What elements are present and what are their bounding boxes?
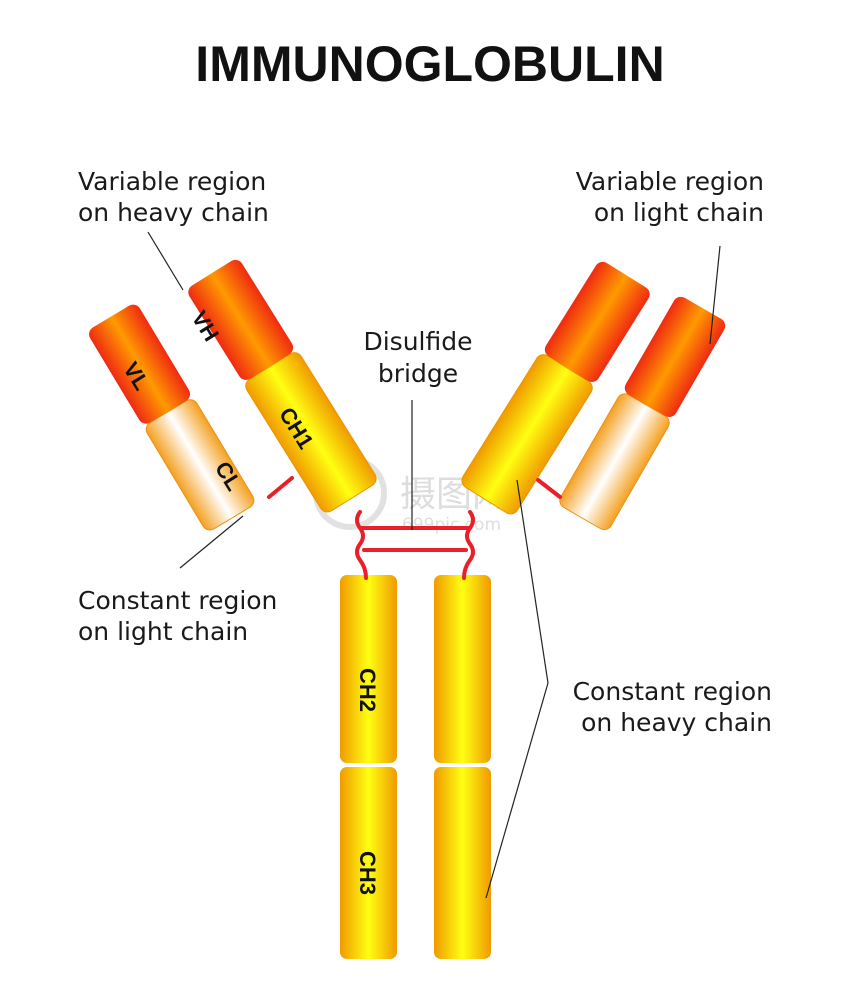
left-light-chain [89, 304, 255, 531]
left-cl-segment [145, 399, 255, 531]
label-variable-light: Variable region on light chain [576, 167, 764, 227]
label-variable-heavy: Variable region on heavy chain [78, 167, 269, 227]
ch2-label: CH2 [355, 668, 380, 712]
disulfide-bonds [267, 476, 562, 580]
right-vl-segment [624, 296, 726, 417]
label-constant-light-line1: Constant region [78, 586, 277, 615]
right-ch3-segment [434, 767, 491, 959]
leader-constant-heavy-arm [516, 479, 549, 684]
label-variable-light-line1: Variable region [576, 167, 764, 196]
right-fc-stem [434, 575, 491, 959]
label-disulfide: Disulfide bridge [363, 327, 472, 388]
label-disulfide-line2: bridge [378, 359, 458, 388]
right-ch2-segment [434, 575, 491, 763]
label-disulfide-line1: Disulfide [363, 327, 472, 356]
ch3-label: CH3 [355, 851, 380, 895]
left-light-heavy-bond [267, 476, 294, 499]
label-constant-heavy: Constant region on heavy chain [573, 677, 772, 737]
right-heavy-arm [461, 261, 650, 515]
left-heavy-arm [188, 259, 377, 513]
leader-lines [147, 231, 721, 899]
diagram-title: IMMUNOGLOBULIN [195, 36, 664, 92]
label-variable-heavy-line1: Variable region [78, 167, 266, 196]
leader-variable-light [709, 245, 721, 345]
left-ch3-segment [340, 767, 397, 959]
label-constant-light: Constant region on light chain [78, 586, 277, 646]
leader-variable-heavy [147, 231, 184, 291]
left-hinge-link [355, 510, 368, 580]
label-constant-light-line2: on light chain [78, 617, 248, 646]
right-hinge-link [462, 510, 475, 580]
right-light-chain [559, 296, 726, 531]
left-fc-stem [340, 575, 397, 959]
left-ch2-segment [340, 575, 397, 763]
label-variable-light-line2: on light chain [594, 198, 764, 227]
left-vl-segment [89, 304, 191, 424]
leader-constant-light [179, 515, 244, 569]
label-constant-heavy-line2: on heavy chain [581, 708, 772, 737]
leader-constant-heavy-stem [485, 682, 549, 899]
right-light-heavy-bond [536, 478, 562, 499]
label-variable-heavy-line2: on heavy chain [78, 198, 269, 227]
left-vh-segment [188, 259, 294, 380]
watermark-url: 699pic.com [402, 515, 501, 535]
right-vh-segment [544, 261, 650, 382]
label-constant-heavy-line1: Constant region [573, 677, 772, 706]
